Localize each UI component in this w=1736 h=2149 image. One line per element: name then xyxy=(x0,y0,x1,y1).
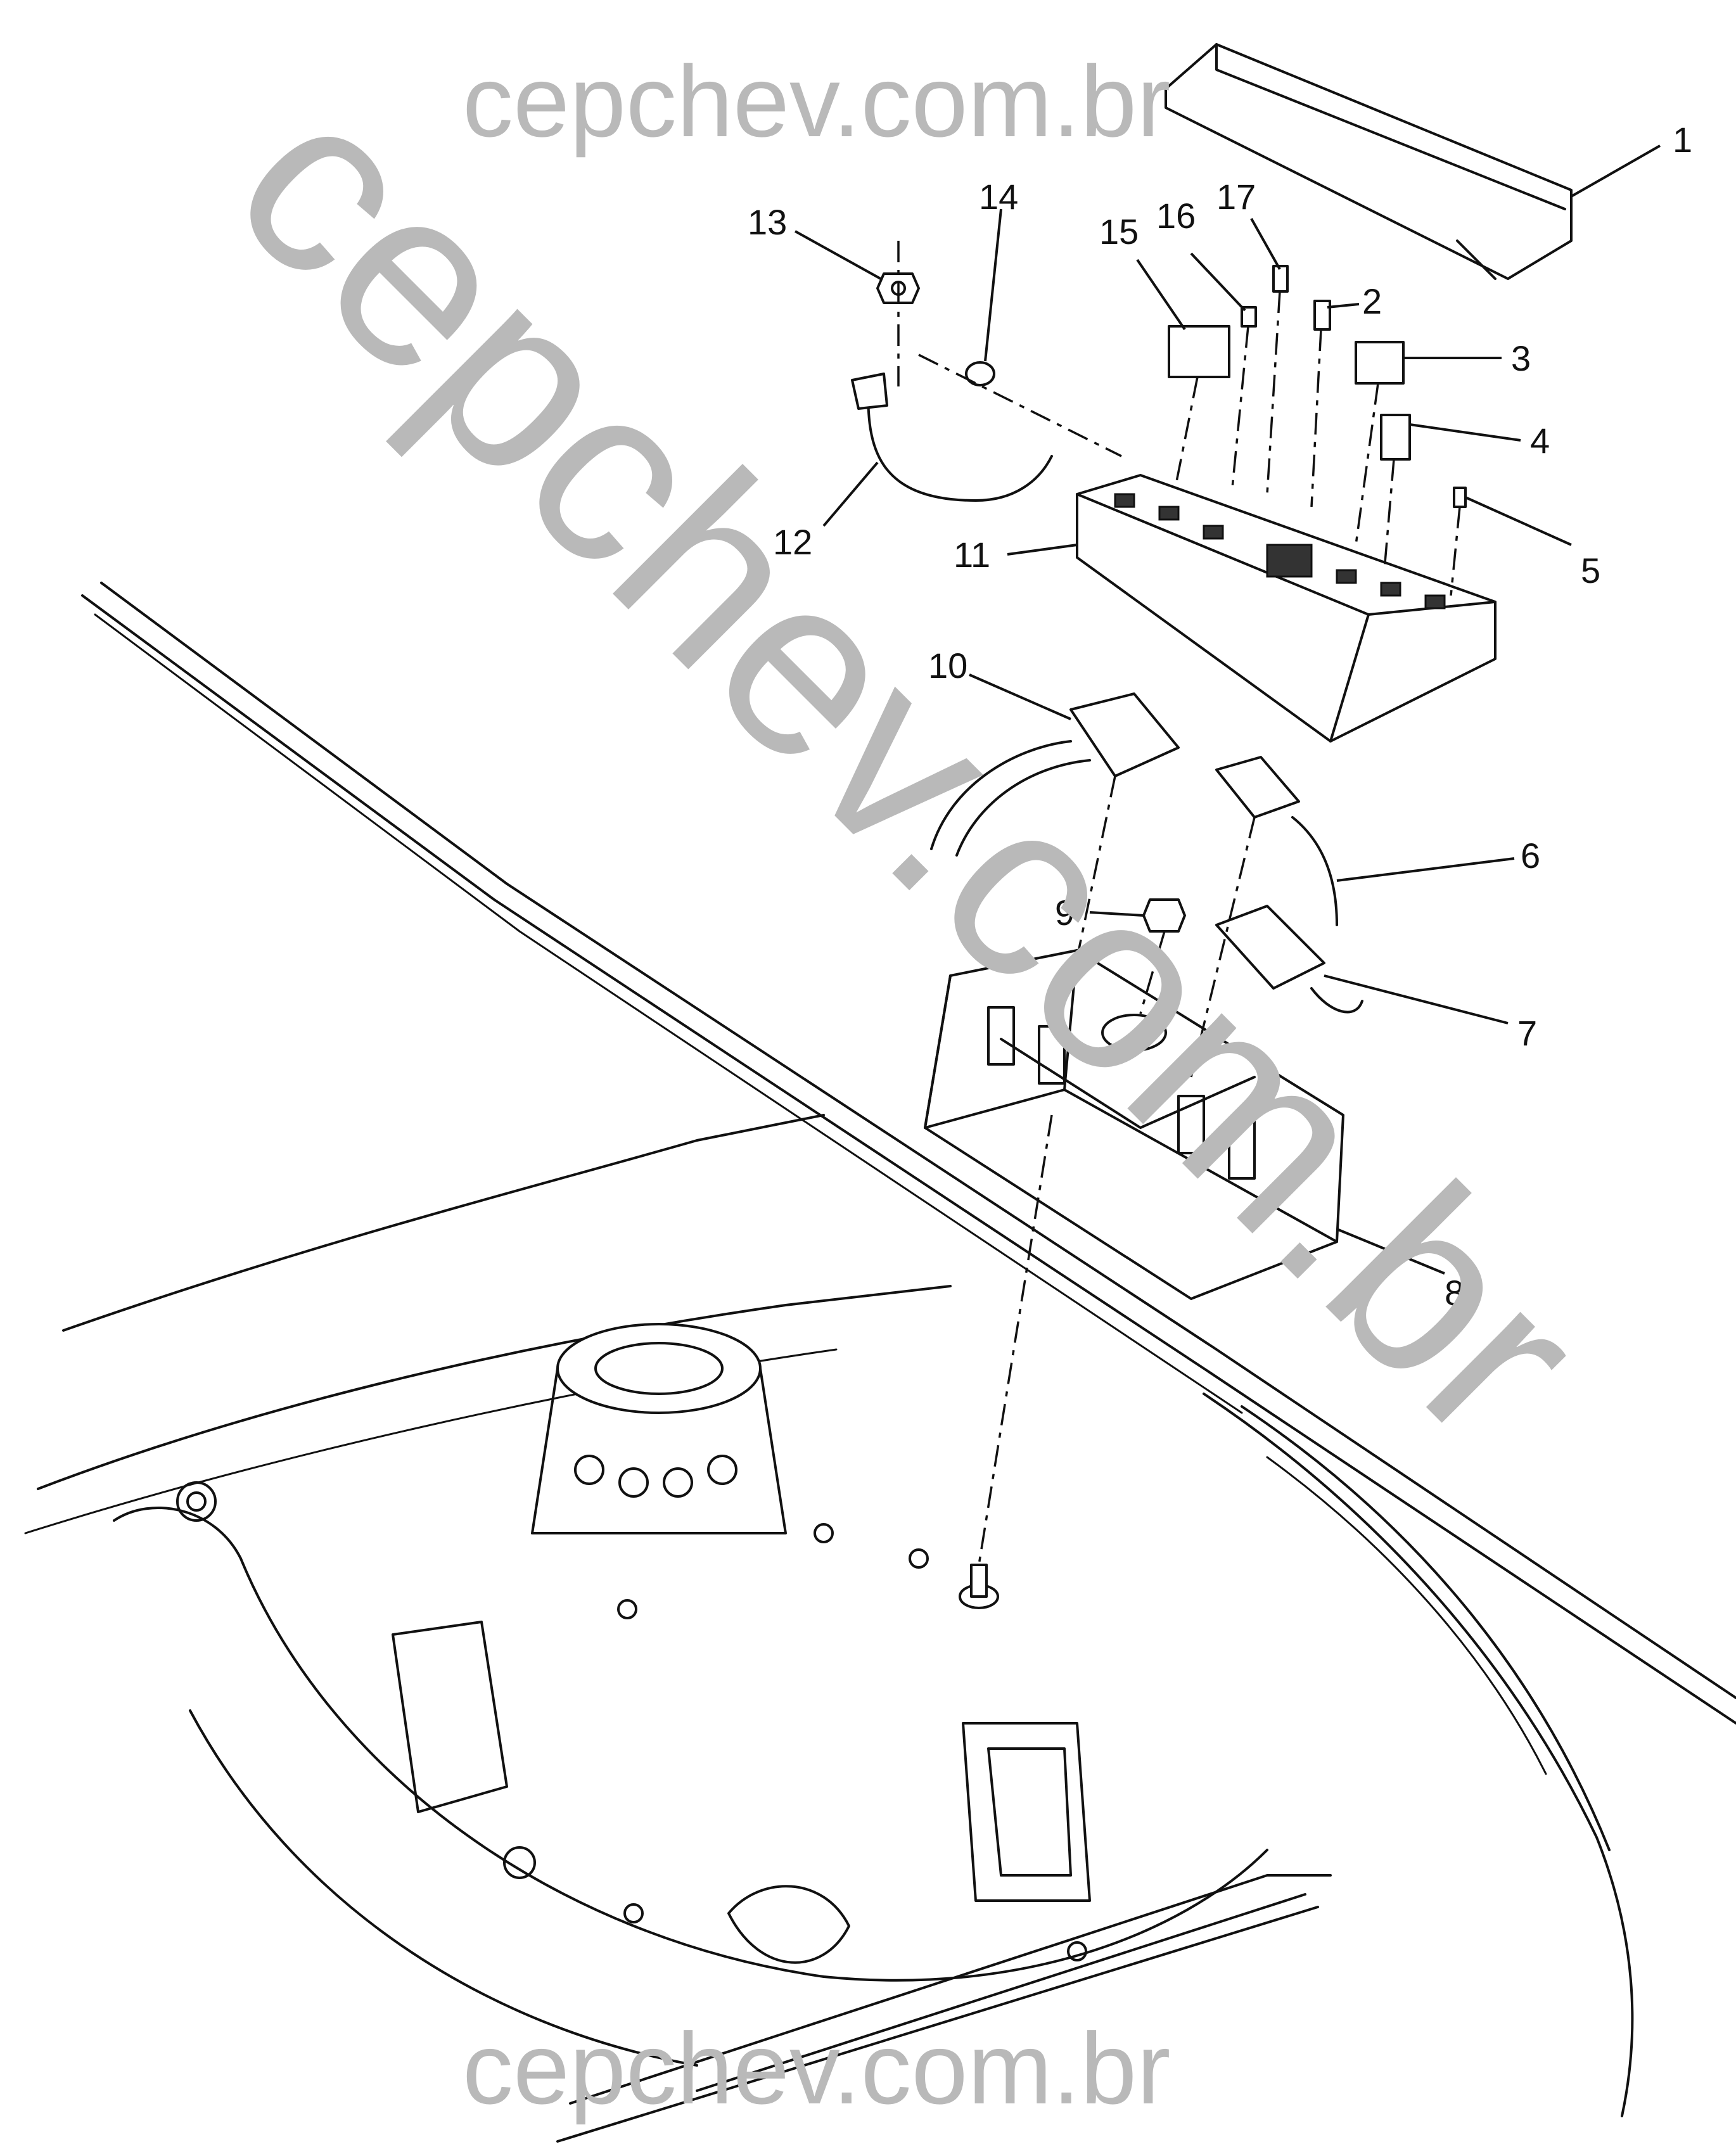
callout-labels: 1 2 3 4 5 6 7 8 9 10 11 12 13 14 15 16 1… xyxy=(748,120,1692,1313)
part-1-fuse-block-cover xyxy=(1165,43,1573,280)
callout-17: 17 xyxy=(1216,177,1256,217)
part-15-relay xyxy=(1168,325,1230,378)
watermark-top: cepchev.com.br xyxy=(463,44,1171,158)
part-3-relay xyxy=(1355,341,1405,385)
part-7-connector xyxy=(1215,905,1325,990)
callout-15: 15 xyxy=(1099,212,1139,252)
callout-13: 13 xyxy=(748,202,787,242)
part-8-fuse-block-tray xyxy=(924,949,1344,1300)
part-2-fuse xyxy=(1313,300,1331,331)
part-14-grommet xyxy=(965,361,995,386)
callout-10: 10 xyxy=(928,646,967,686)
callout-5: 5 xyxy=(1581,551,1600,590)
part-11-fuse-block xyxy=(1076,474,1497,743)
part-12-cable xyxy=(867,388,1053,502)
watermark-diagonal: cepchev.com.br xyxy=(182,41,1635,1493)
callout-14: 14 xyxy=(979,177,1018,217)
watermarks: cepchev.com.br cepchev.com.br cepchev.co… xyxy=(182,41,1635,2125)
part-4-relay xyxy=(1380,414,1411,461)
callout-3: 3 xyxy=(1511,338,1531,378)
callout-12: 12 xyxy=(773,522,812,562)
part-17-fuse xyxy=(1272,265,1289,293)
watermark-bottom: cepchev.com.br xyxy=(463,2012,1171,2125)
callout-7: 7 xyxy=(1517,1013,1537,1053)
callout-11: 11 xyxy=(954,535,990,575)
callout-8: 8 xyxy=(1445,1273,1464,1313)
part-16-fuse xyxy=(1241,306,1257,328)
part-10-connector xyxy=(1069,692,1180,777)
callout-6: 6 xyxy=(1521,836,1540,876)
vehicle-body-illustration xyxy=(24,582,1736,2143)
callout-16: 16 xyxy=(1156,196,1196,236)
part-6-connector xyxy=(1215,756,1300,819)
callout-1: 1 xyxy=(1673,120,1692,160)
leader-lines xyxy=(795,144,1661,1275)
callout-4: 4 xyxy=(1530,421,1550,461)
assembly-lines xyxy=(897,241,1461,1566)
callout-2: 2 xyxy=(1362,281,1382,321)
part-5-fuse xyxy=(1453,487,1467,508)
callout-9: 9 xyxy=(1055,893,1075,933)
